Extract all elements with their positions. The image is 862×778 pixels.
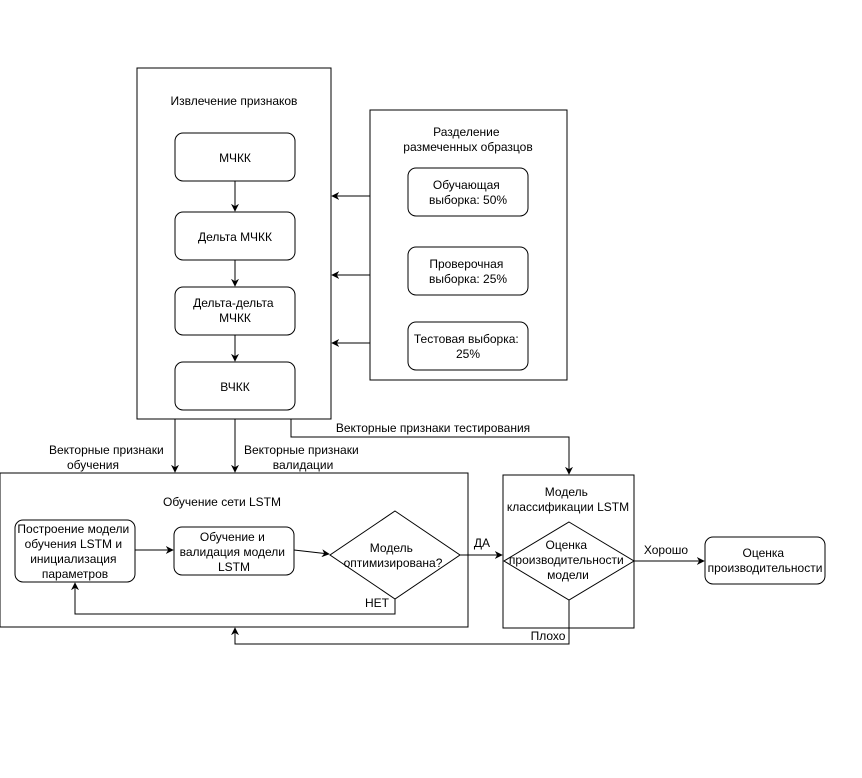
hfcc-box bbox=[174, 361, 296, 411]
test-set-box bbox=[407, 321, 529, 371]
validation-set-box bbox=[407, 246, 529, 296]
build-model-label: Построение модели обучения LSTM и инициа… bbox=[17, 522, 132, 581]
train-set-label: Обучающая выборка: 50% bbox=[429, 178, 507, 207]
validation-set-label: Проверочная выборка: 25% bbox=[429, 257, 507, 286]
lstm-training-title: Обучение сети LSTM bbox=[163, 495, 281, 509]
test-vectors-label: Векторные признаки тестирования bbox=[336, 421, 530, 435]
feature-extraction-title: Извлечение признаков bbox=[171, 94, 298, 108]
arrow-no-loop bbox=[71, 582, 396, 615]
good-label: Хорошо bbox=[644, 543, 689, 557]
arrow-bad-loop bbox=[231, 600, 570, 645]
no-label: НЕТ bbox=[365, 596, 390, 610]
evaluate-label: Оценка производительности модели bbox=[509, 538, 627, 582]
delta-delta-mfcc-label: Дельта-дельта МЧКК bbox=[193, 296, 277, 325]
classifier-title: Модель классификации LSTM bbox=[507, 485, 629, 514]
delta-mfcc-label: Дельта МЧКК bbox=[198, 230, 272, 244]
optimized-label: Модель оптимизирована? bbox=[344, 541, 443, 570]
split-title: Разделение размеченных образцов bbox=[403, 125, 532, 154]
test-set-label: Тестовая выборка: 25% bbox=[414, 332, 522, 361]
train-set-box bbox=[407, 167, 529, 217]
mfcc-label: МЧКК bbox=[219, 151, 251, 165]
result-label: Оценка производительности bbox=[708, 546, 823, 575]
train-vectors-label: Векторные признаки обучения bbox=[49, 443, 167, 472]
arrow-test-vectors bbox=[290, 419, 573, 475]
hfcc-label: ВЧКК bbox=[220, 380, 249, 394]
train-validate-label: Обучение и валидация модели LSTM bbox=[180, 530, 289, 574]
bad-label: Плохо bbox=[531, 629, 566, 643]
train-validate-box bbox=[173, 526, 295, 576]
val-vectors-label: Векторные признаки валидации bbox=[244, 443, 362, 472]
build-model-box bbox=[14, 519, 136, 583]
arrow-train-to-decision bbox=[293, 549, 330, 558]
result-box bbox=[704, 536, 826, 585]
yes-label: ДА bbox=[474, 536, 490, 550]
